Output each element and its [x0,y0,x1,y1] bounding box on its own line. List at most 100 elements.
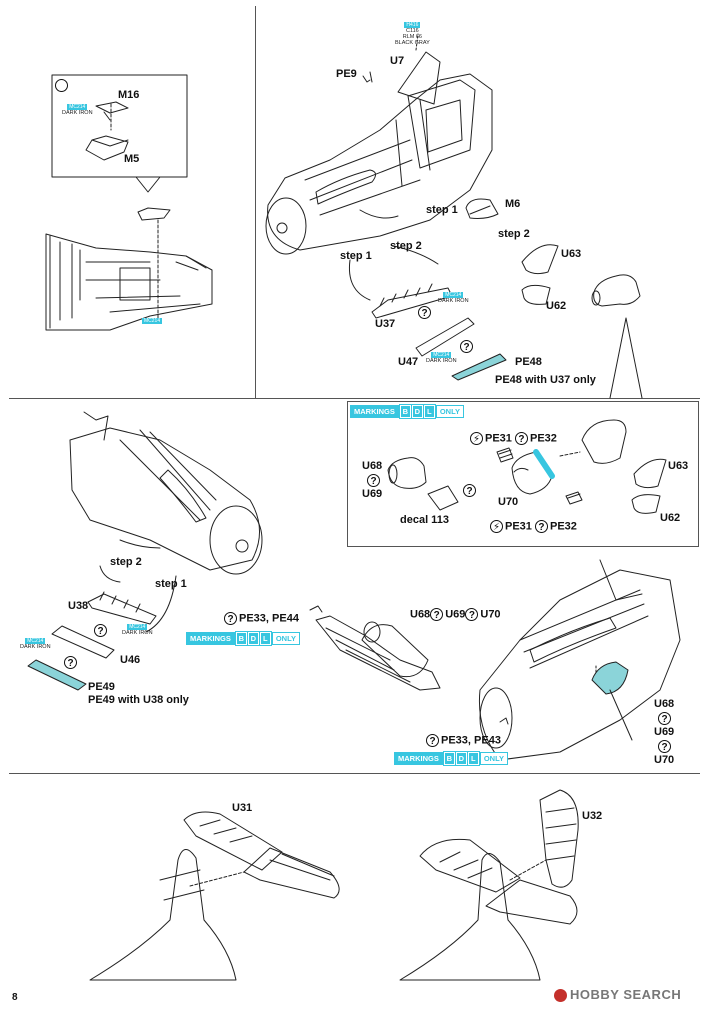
paint-dark-iron-u38: MC214 DARK IRON [122,624,153,636]
question-icon: ? [426,734,439,747]
label-decal-113: decal 113 [400,514,449,526]
label-u32: U32 [582,810,603,822]
glue-pe31-pe32-top: ⚡PE31 ?PE32 [470,432,557,445]
paint-code-badge: MC214 [443,292,464,298]
marking-letter: B [398,404,412,419]
part-exhaust-stack [593,274,641,307]
question-icon: ? [224,612,237,625]
part-exhaust-shroud [581,419,627,464]
label-m5: M5 [124,153,140,165]
part-pe31-mesh [496,447,514,463]
markings-prefix: MARKINGS [394,752,443,765]
label-pe48: PE48 [515,356,542,368]
label-pe31: PE31 [505,520,532,533]
label-u46: U46 [120,654,141,666]
markings-prefix: MARKINGS [186,632,235,645]
part-u46 [51,625,115,659]
fuselage-nose-3 [478,569,681,761]
part-u38 [87,593,157,625]
exhaust-slot-2 [159,469,207,523]
part-pe49 [27,659,87,691]
label-u62: U62 [546,300,567,312]
no-glue-icon [55,79,68,92]
marking-letter: D [410,404,424,419]
watermark-text: HOBBY SEARCH [570,987,682,1002]
markings-badge-3: MARKINGS B D L ONLY [394,751,508,766]
label-u70: U70 [480,608,501,621]
marking-letter: D [246,631,260,646]
label-text: PE33, PE43 [441,734,501,747]
part-m5-bracket [137,207,171,221]
part-u62 [521,284,551,305]
part-u63 [521,244,559,275]
label-pe9: PE9 [336,68,357,80]
paint-name: DARK IRON [426,358,457,364]
paint-code-badge: MC214 [67,104,88,110]
label-pe49: PE49 [88,681,115,693]
watermark: HOBBY SEARCH [554,987,682,1003]
label-m6: M6 [505,198,521,210]
paint-dark-iron-1: MC214 DARK IRON [62,104,93,116]
exhaust-fitted [591,661,629,695]
cockpit-interior [45,233,213,331]
part-m16 [95,101,129,121]
label-step2-b: step 2 [390,240,422,252]
question-icon-s6-2: ? [658,740,673,753]
watermark-logo-icon [554,989,567,1003]
part-pe32-mesh [565,491,583,505]
paint-name: BLACK GRAY [395,40,430,46]
part-m5 [85,135,129,161]
paint-code-badge: H416 [404,22,421,28]
callout-box-m5 [51,74,188,178]
question-icon: ? [514,432,528,445]
label-u68-u69-u70: U68?U69?U70 [410,608,501,621]
label-pe49-note: PE49 with U38 only [88,694,189,706]
paint-dark-iron-interior: MC214 [142,318,163,324]
paint-name: DARK IRON [20,644,51,650]
markings-suffix: ONLY [479,752,508,765]
label-u38: U38 [68,600,89,612]
paint-name: DARK IRON [438,298,469,304]
part-m6 [465,198,499,219]
page-number: 8 [12,992,18,1003]
question-icon-decal: ? [463,484,478,497]
label-step1-a: step 1 [426,204,458,216]
markings-badge-2: MARKINGS B D L ONLY [186,631,300,646]
paint-name: DARK IRON [62,110,93,116]
label-pe33-pe43: ?PE33, PE43 [426,734,501,747]
marking-letter: D [454,751,468,766]
exhaust-slot [315,169,376,205]
label-u62-variant: U62 [660,512,681,524]
glue-icon: ⚡ [470,432,483,445]
paint-code-badge: MC214 [142,318,163,324]
part-decal-113 [427,485,459,511]
label-pe33-pe44: ?PE33, PE44 [224,612,299,625]
divider-line-2 [9,773,700,774]
paint-c-code: C116 [406,28,419,34]
markings-suffix: ONLY [435,405,464,418]
label-u63-variant: U63 [668,460,689,472]
part-pe48 [451,353,507,381]
paint-code-badge: MC214 [25,638,46,644]
label-pe32: PE32 [549,520,577,533]
label-u37: U37 [375,318,396,330]
part-stabilizer-right-2 [485,879,578,925]
label-u69-s6: U69 [654,726,675,738]
markings-prefix: MARKINGS [350,405,399,418]
label-pe48-note: PE48 with U37 only [495,374,596,386]
part-stabilizer-right [243,847,340,899]
part-u7-windscreen [397,51,441,105]
label-u47: U47 [398,356,419,368]
label-u68-s6: U68 [654,698,675,710]
part-exhaust-assembly [315,615,441,691]
part-u62-variant [631,494,661,514]
paint-dark-iron-u47: MC214 DARK IRON [426,352,457,364]
part-u68-exhaust [387,457,427,489]
question-icon-u38: ? [94,624,109,637]
label-u69: U69 [445,608,466,621]
label-u68: U68 [362,460,383,472]
label-u7: U7 [390,55,405,67]
label-u70: U70 [498,496,519,508]
part-u31-stabilizer [183,811,283,871]
